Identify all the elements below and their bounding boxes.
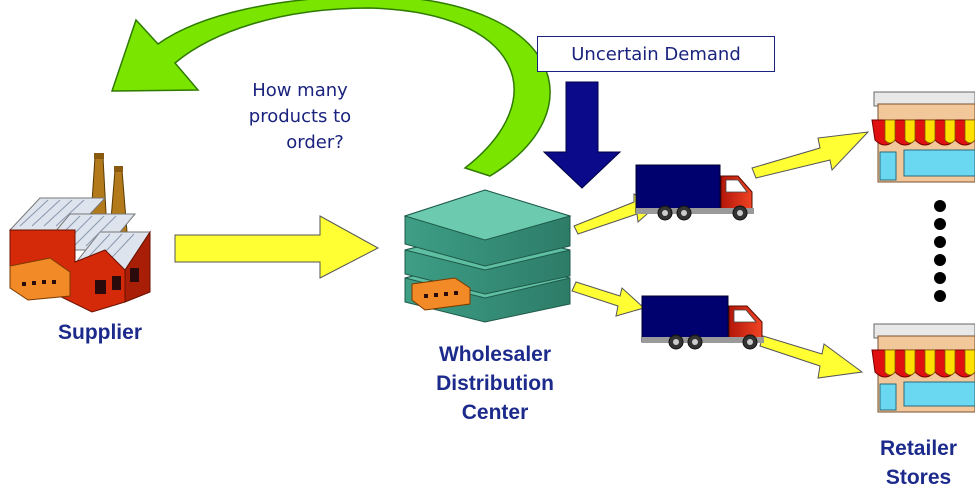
- feedback-arrow: [110, 0, 551, 177]
- wholesaler-label: Wholesaler Distribution Center: [405, 340, 585, 427]
- retailer-label-line: Retailer: [879, 437, 958, 460]
- factory-icon: [8, 153, 151, 313]
- wholesaler-to-truck-arrow-lower: [571, 281, 646, 317]
- supplier-label-text: Supplier: [57, 321, 142, 344]
- retailer-label: Retailer Stores: [862, 434, 975, 492]
- truck-to-store-arrow-lower: [759, 335, 864, 379]
- store-icon: [871, 91, 975, 183]
- truck-icon: [641, 295, 764, 350]
- order-question-line: products to: [248, 106, 352, 127]
- order-question-label: How many products to order?: [215, 78, 385, 156]
- wholesaler-label-line: Wholesaler: [438, 343, 552, 366]
- supplier-label: Supplier: [30, 318, 170, 347]
- truck-to-store-arrow-upper: [751, 131, 870, 179]
- demand-arrow: [542, 81, 622, 189]
- wholesaler-to-truck-arrow-upper: [573, 193, 656, 235]
- order-question-line: order?: [286, 132, 344, 153]
- store-icon: [871, 323, 975, 413]
- retailer-label-line: Stores: [885, 466, 952, 489]
- uncertain-demand-label: Uncertain Demand: [537, 36, 775, 72]
- wholesaler-label-line: Distribution: [436, 372, 554, 395]
- warehouse-icon: [403, 189, 572, 323]
- ellipsis-dots: [934, 200, 946, 302]
- wholesaler-label-line: Center: [461, 401, 529, 424]
- order-question-line: How many: [252, 80, 348, 101]
- supplier-to-wholesaler-arrow: [174, 215, 380, 279]
- truck-icon: [635, 164, 754, 221]
